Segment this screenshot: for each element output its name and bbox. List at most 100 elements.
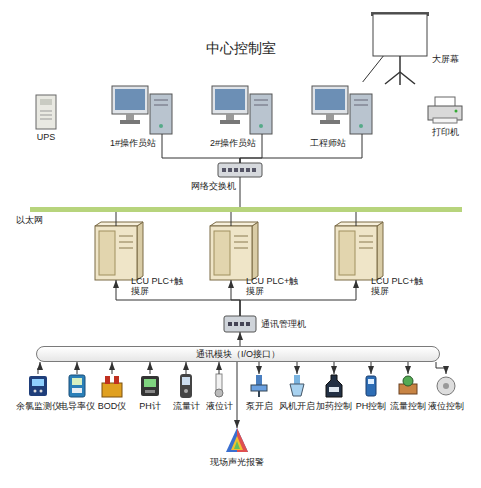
network-switch-icon-part — [228, 168, 232, 172]
field-instrument: BOD仪 — [101, 374, 123, 398]
ups: UPS — [36, 95, 56, 129]
workstation-icon-part — [226, 114, 234, 120]
field-instrument: 电导率仪 — [66, 374, 88, 398]
network-switch-icon-part — [234, 168, 238, 172]
workstation-icon-part — [126, 114, 134, 120]
workstation-icon-part — [150, 94, 172, 134]
printer-icon-part — [455, 110, 458, 113]
ph-controller-icon-part — [368, 379, 374, 384]
lcu-cabinet-icon-part — [252, 222, 258, 280]
alarm-icon — [226, 428, 248, 452]
operator-station: 2#操作员站 — [212, 82, 272, 134]
flow-controller-icon-part — [403, 376, 413, 386]
flow-meter-icon-part — [184, 389, 188, 393]
conductivity-meter-icon-part — [72, 388, 82, 393]
lcu-cabinet-icon-part — [339, 231, 355, 275]
ups-icon-part — [40, 115, 52, 116]
network-switch-icon-part — [218, 163, 262, 177]
flow-meter-icon-part — [180, 374, 192, 398]
connector-line — [371, 362, 372, 374]
connector-line — [231, 212, 232, 226]
level-meter-icon-part — [216, 374, 222, 390]
ups-icon-part — [40, 119, 52, 120]
workstation-icon-part — [154, 100, 168, 101]
connector-line — [77, 362, 78, 374]
comm-manager-icon-part — [234, 322, 238, 326]
level-meter-icon — [215, 374, 223, 397]
printer-icon — [428, 97, 462, 123]
node-label: 加药控制 — [316, 401, 352, 411]
ups-icon-part — [40, 99, 52, 105]
node-label: LCU PLC+触摸屏 — [371, 276, 427, 296]
comm-manager-icon-part — [246, 322, 250, 326]
connector-line — [231, 280, 240, 316]
connector-line — [436, 362, 446, 374]
workstation-icon — [312, 86, 372, 134]
alarm-icon-part — [231, 436, 243, 450]
node-label: 1#操作员站 — [110, 138, 156, 148]
connector-line — [219, 362, 220, 374]
workstation-icon-part — [215, 89, 245, 110]
projection-screen-icon-part — [400, 72, 415, 84]
connector-line — [112, 362, 113, 374]
projection-screen-icon-part — [399, 72, 401, 85]
lcu-cabinet-icon-part — [214, 231, 230, 275]
node-label: 工程师站 — [310, 138, 346, 148]
workstation-icon-part — [159, 124, 163, 128]
ups-icon-part — [40, 111, 52, 112]
projection-screen-icon-part — [385, 72, 400, 84]
ph-controller-icon-part — [366, 376, 376, 396]
field-actuator: 加药控制 — [323, 374, 345, 398]
field-actuator: 风机开启 — [286, 374, 308, 398]
node-label: PH控制 — [356, 401, 387, 411]
node-label: 网络交换机 — [191, 181, 236, 191]
connector-line — [186, 362, 187, 374]
level-meter-icon-part — [215, 389, 223, 397]
bod-analyzer-icon-part — [114, 376, 119, 384]
node-label: 以太网 — [16, 215, 43, 225]
lcu-cabinet-icon-part — [359, 242, 373, 243]
comm-manager-icon — [224, 316, 256, 332]
node-label: 余氯监测仪 — [16, 401, 61, 411]
printer: 打印机 — [428, 96, 462, 124]
connector-line — [150, 362, 151, 374]
conductivity-meter-icon-part — [72, 378, 82, 385]
field-instrument: 流量计 — [175, 374, 197, 398]
ph-meter-icon — [141, 376, 159, 396]
field-actuator: 泵开启 — [248, 374, 270, 398]
ph-meter-icon-part — [144, 379, 156, 387]
chlorine-monitor-icon-part — [40, 390, 43, 393]
ups-icon — [36, 95, 56, 129]
network-switch-icon — [218, 163, 262, 177]
lcu-cabinet: LCU PLC+触摸屏 — [95, 226, 137, 280]
lcu-cabinet-icon-part — [119, 248, 133, 249]
field-instrument: PH计 — [139, 374, 161, 398]
bod-analyzer-icon-part — [102, 383, 122, 397]
chlorine-monitor-icon-part — [29, 376, 47, 396]
connector-line — [240, 134, 362, 163]
workstation-icon-part — [320, 120, 340, 124]
level-controller-icon-part — [443, 383, 449, 389]
flow-meter-icon — [180, 374, 192, 398]
workstation-icon — [112, 86, 172, 134]
node-label: 液位计 — [206, 401, 233, 411]
connector-line — [363, 56, 384, 82]
workstation-icon-part — [115, 89, 145, 110]
workstation-icon-part — [254, 105, 268, 106]
pump-icon-part — [258, 391, 260, 397]
pump-icon-part — [256, 375, 262, 385]
workstation-icon-part — [220, 120, 240, 124]
fan-icon-part — [294, 375, 300, 384]
flow-controller-icon — [399, 376, 417, 394]
lcu-cabinet-icon-part — [210, 222, 258, 226]
comm-manager-icon-part — [224, 316, 256, 332]
network-switch-icon-part — [240, 168, 244, 172]
workstation-icon-part — [154, 105, 168, 106]
field-instrument: 余氯监测仪 — [27, 374, 49, 398]
ph-meter-icon-part — [141, 376, 159, 396]
lcu-cabinet-icon-part — [99, 231, 115, 275]
level-controller-icon — [437, 377, 455, 395]
bod-analyzer-icon — [102, 376, 122, 397]
lcu-cabinet-icon-part — [377, 222, 383, 280]
